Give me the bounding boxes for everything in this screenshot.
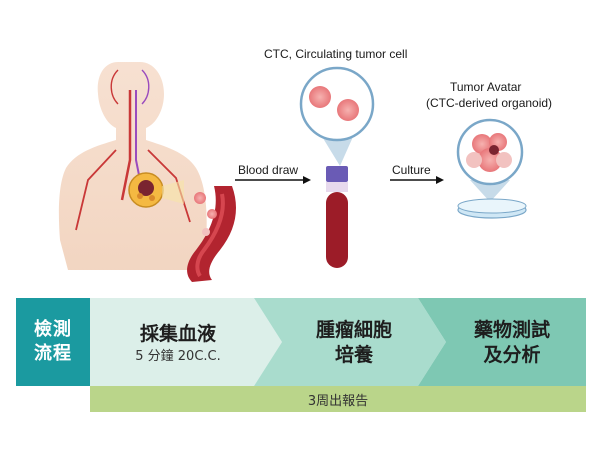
ctc-magnifier-illustration (299, 66, 375, 166)
step2-title-line1: 腫瘤細胞 (315, 319, 392, 341)
step3-text: 藥物測試 及分析 (442, 318, 582, 368)
process-illustration (58, 62, 527, 282)
report-time-label: 3周出報告 (307, 393, 369, 409)
step2-title-line2: 培養 (334, 344, 373, 366)
organoid-magnifier-illustration (456, 118, 527, 219)
step1-subtitle: 5 分鐘 20C.C. (135, 349, 221, 364)
process-steps-chevrons (90, 298, 586, 386)
blood-draw-label: Blood draw (238, 163, 299, 177)
culture-label: Culture (392, 163, 431, 177)
blood-vessel-illustration (187, 186, 236, 282)
step3-title-line2: 及分析 (483, 344, 541, 366)
human-torso-illustration (58, 62, 207, 270)
step3-title-line1: 藥物測試 (473, 319, 550, 341)
step1-title: 採集血液 (139, 323, 216, 345)
avatar-label-line1: Tumor Avatar (450, 80, 522, 94)
process-band: 檢測 流程 採集血液 5 分鐘 20C.C. 腫瘤細胞 培養 藥物測試 及分析 … (16, 298, 586, 416)
step3-chevron (418, 298, 586, 386)
process-stage-box: 檢測 流程 (16, 298, 90, 386)
avatar-label-line2: (CTC-derived organoid) (426, 96, 553, 110)
stage-label-line2: 流程 (34, 343, 72, 364)
report-time-bar: 3周出報告 (90, 386, 586, 412)
ctc-title-label: CTC, Circulating tumor cell (264, 47, 408, 61)
blood-tube-illustration (326, 166, 348, 268)
step2-chevron (254, 298, 446, 386)
step1-text: 採集血液 5 分鐘 20C.C. (108, 322, 248, 367)
stage-label-line1: 檢測 (34, 319, 72, 340)
step1-chevron (90, 298, 282, 386)
step2-text: 腫瘤細胞 培養 (284, 318, 424, 368)
